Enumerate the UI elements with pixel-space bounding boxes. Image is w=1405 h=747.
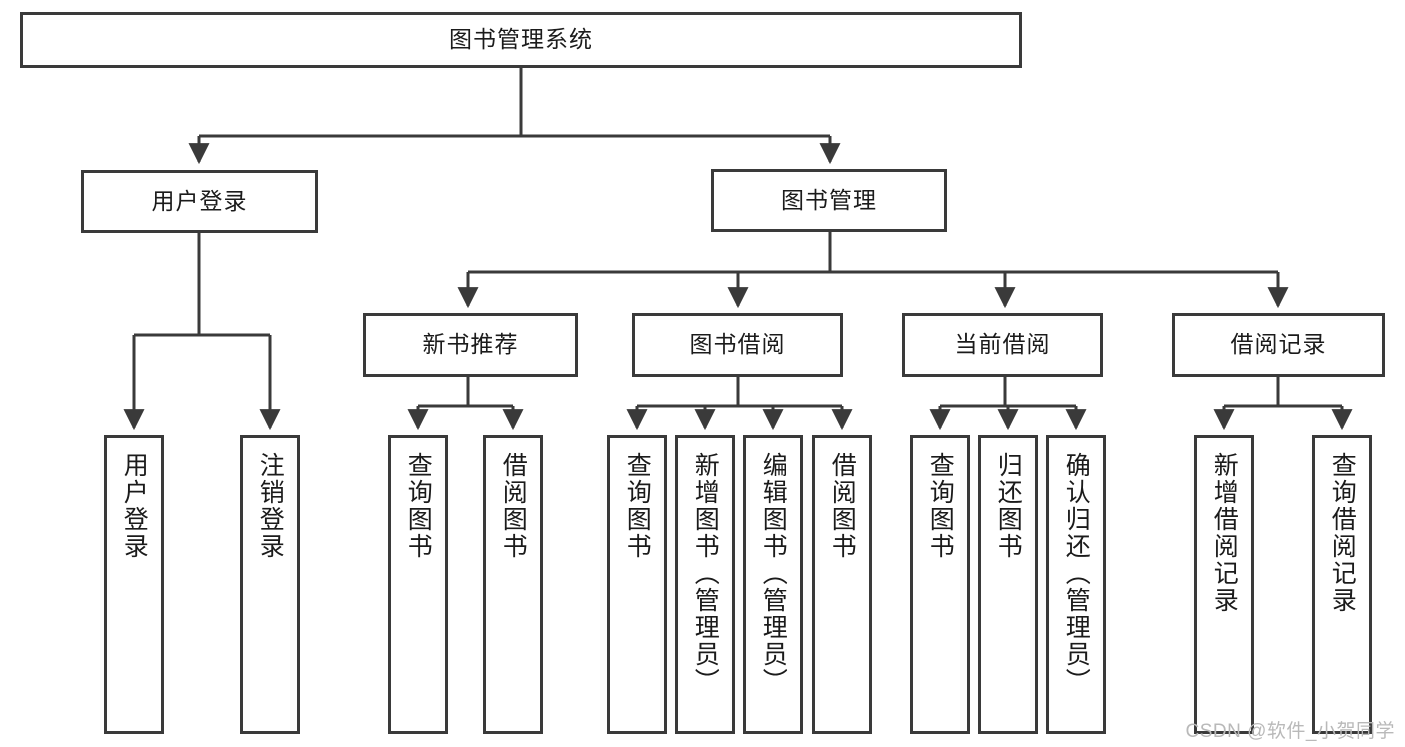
node-leaf-add-record-label: 新增借阅记录 [1210, 452, 1239, 614]
node-leaf-query-book-1-label: 查询图书 [404, 452, 433, 560]
node-book-borrow-label: 图书借阅 [689, 331, 786, 358]
node-leaf-add-record[interactable]: 新增借阅记录 [1194, 435, 1254, 734]
node-book-manage-label: 图书管理 [781, 186, 877, 213]
node-leaf-query-book-2[interactable]: 查询图书 [607, 435, 667, 734]
node-new-book-recommend[interactable]: 新书推荐 [363, 313, 578, 377]
node-leaf-borrow-book-1[interactable]: 借阅图书 [483, 435, 543, 734]
node-current-borrow[interactable]: 当前借阅 [902, 313, 1103, 377]
node-leaf-query-book-2-label: 查询图书 [623, 452, 652, 560]
node-borrow-record[interactable]: 借阅记录 [1172, 313, 1385, 377]
node-leaf-edit-book[interactable]: 编辑图书（管理员） [743, 435, 803, 734]
node-leaf-query-book-3-label: 查询图书 [926, 452, 955, 560]
node-leaf-query-book-1[interactable]: 查询图书 [388, 435, 448, 734]
node-leaf-edit-book-label: 编辑图书（管理员） [759, 452, 788, 695]
node-borrow-record-label: 借阅记录 [1230, 331, 1327, 358]
node-leaf-add-book[interactable]: 新增图书（管理员） [675, 435, 735, 734]
node-book-manage[interactable]: 图书管理 [711, 169, 947, 232]
node-leaf-borrow-book-2[interactable]: 借阅图书 [812, 435, 872, 734]
node-leaf-confirm-return[interactable]: 确认归还（管理员） [1046, 435, 1106, 734]
node-root[interactable]: 图书管理系统 [20, 12, 1022, 68]
node-leaf-return-book-label: 归还图书 [994, 452, 1023, 560]
node-leaf-user-login[interactable]: 用户登录 [104, 435, 164, 734]
node-user-login[interactable]: 用户登录 [81, 170, 318, 233]
node-current-borrow-label: 当前借阅 [954, 331, 1051, 358]
node-leaf-query-record[interactable]: 查询借阅记录 [1312, 435, 1372, 734]
node-leaf-return-book[interactable]: 归还图书 [978, 435, 1038, 734]
node-leaf-borrow-book-2-label: 借阅图书 [828, 452, 857, 560]
node-leaf-query-record-label: 查询借阅记录 [1328, 452, 1357, 614]
node-leaf-query-book-3[interactable]: 查询图书 [910, 435, 970, 734]
node-root-label: 图书管理系统 [449, 26, 593, 53]
node-new-book-recommend-label: 新书推荐 [422, 331, 519, 358]
node-leaf-confirm-return-label: 确认归还（管理员） [1062, 452, 1091, 695]
node-user-login-label: 用户登录 [151, 187, 248, 214]
node-book-borrow[interactable]: 图书借阅 [632, 313, 843, 377]
node-leaf-borrow-book-1-label: 借阅图书 [499, 452, 528, 560]
node-leaf-user-login-label: 用户登录 [120, 452, 149, 560]
node-leaf-logout[interactable]: 注销登录 [240, 435, 300, 734]
node-leaf-add-book-label: 新增图书（管理员） [691, 452, 720, 695]
node-leaf-logout-label: 注销登录 [256, 452, 285, 560]
